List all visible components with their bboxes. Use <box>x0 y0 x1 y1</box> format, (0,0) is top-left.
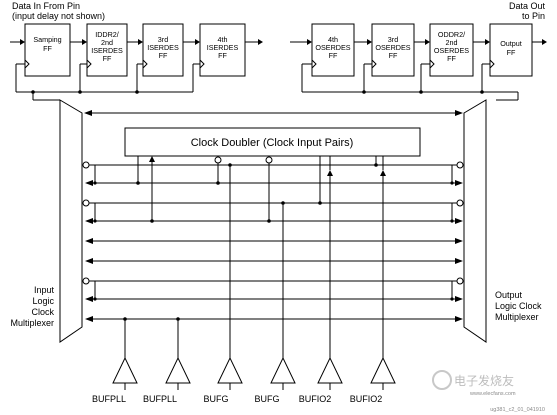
input-mux-label: Logic <box>32 296 54 306</box>
output-mux-label: Logic Clock <box>495 301 542 311</box>
buffer-label: BUFPLL <box>92 394 126 404</box>
buffer-label: BUFIO2 <box>299 394 332 404</box>
buffer-feeds <box>123 156 386 358</box>
watermark: 电子发烧友 www.elecfans.com <box>432 370 516 397</box>
ff-label: Samping <box>33 35 61 44</box>
input-ff-sampling: Samping FF <box>24 23 71 77</box>
output-data-path <box>290 39 547 45</box>
output-mux-label: Output <box>495 290 523 300</box>
output-ff-oserdes-2nd: ODDR2/ 2nd OSERDES FF <box>429 23 474 77</box>
ff-label: ODDR2/ <box>438 30 465 39</box>
ff-label: ISERDES <box>147 43 179 52</box>
ff-label: FF <box>159 51 168 60</box>
ff-label: 2nd <box>446 38 458 47</box>
input-mux-label: Clock <box>31 307 54 317</box>
input-ff-iserdes-3rd: 3rd ISERDES FF <box>142 23 184 77</box>
ff-label: 3rd <box>158 35 168 44</box>
buffer-label: BUFPLL <box>143 394 177 404</box>
output-ff-oserdes-3rd: 3rd OSERDES FF <box>371 23 415 77</box>
buffer-label: BUFIO2 <box>350 394 383 404</box>
ff-label: FF <box>507 48 516 57</box>
output-title: Data Out <box>509 1 546 11</box>
input-clock-bus <box>15 63 200 101</box>
buffer-bufg-2: BUFG <box>254 356 296 404</box>
input-mux-label: Multiplexer <box>10 318 54 328</box>
ff-label: 3rd <box>388 35 398 44</box>
buffer-label: BUFG <box>203 394 228 404</box>
ff-label: FF <box>43 44 52 53</box>
ff-label: ISERDES <box>91 46 123 55</box>
watermark-url: www.elecfans.com <box>469 391 516 397</box>
buffer-label: BUFG <box>254 394 279 404</box>
output-clock-multiplexer <box>463 99 487 343</box>
figure-footnote: ug381_c2_01_041910 <box>490 407 545 413</box>
ff-label: 4th <box>328 35 338 44</box>
input-ff-iserdes-4th: 4th ISERDES FF <box>199 23 246 77</box>
ff-label: FF <box>329 51 338 60</box>
buffer-bufpll-1: BUFPLL <box>92 356 138 404</box>
watermark-text: 电子发烧友 <box>454 373 514 388</box>
input-data-path <box>10 39 263 45</box>
output-clock-bus <box>301 63 519 101</box>
clock-doubler-block <box>124 127 421 157</box>
ff-label: FF <box>218 51 227 60</box>
input-ff-iserdes-2nd: IDDR2/ 2nd ISERDES FF <box>86 23 128 77</box>
ff-label: FF <box>103 54 112 63</box>
buffer-bufg-1: BUFG <box>203 356 243 404</box>
buffer-bufio2-2: BUFIO2 <box>350 356 396 404</box>
ff-label: FF <box>389 51 398 60</box>
ff-label: ISERDES <box>207 43 239 52</box>
polarity-bubbles <box>82 161 464 301</box>
ff-label: OSERDES <box>315 43 350 52</box>
ff-label: Output <box>500 39 522 48</box>
ff-label: OSERDES <box>375 43 410 52</box>
output-ff-output: Output FF <box>489 23 533 77</box>
clock-doubler-label: Clock Doubler (Clock Input Pairs) <box>191 137 354 149</box>
output-ff-oserdes-4th: 4th OSERDES FF <box>311 23 355 77</box>
output-subtitle: to Pin <box>522 11 545 21</box>
ff-label: 4th <box>218 35 228 44</box>
input-title: Data In From Pin <box>12 1 80 11</box>
buffer-bufpll-2: BUFPLL <box>143 356 191 404</box>
ff-label: IDDR2/ <box>95 30 119 39</box>
input-subtitle: (input delay not shown) <box>12 11 105 21</box>
clock-lines <box>84 110 463 322</box>
ff-label: FF <box>447 54 456 63</box>
buffer-bufio2-1: BUFIO2 <box>299 356 343 404</box>
ff-label: OSERDES <box>434 46 469 55</box>
doubler-connections <box>136 156 378 223</box>
output-mux-label: Multiplexer <box>495 312 539 322</box>
input-mux-label: Input <box>34 285 55 295</box>
ff-label: 2nd <box>101 38 113 47</box>
input-clock-multiplexer <box>59 99 83 343</box>
